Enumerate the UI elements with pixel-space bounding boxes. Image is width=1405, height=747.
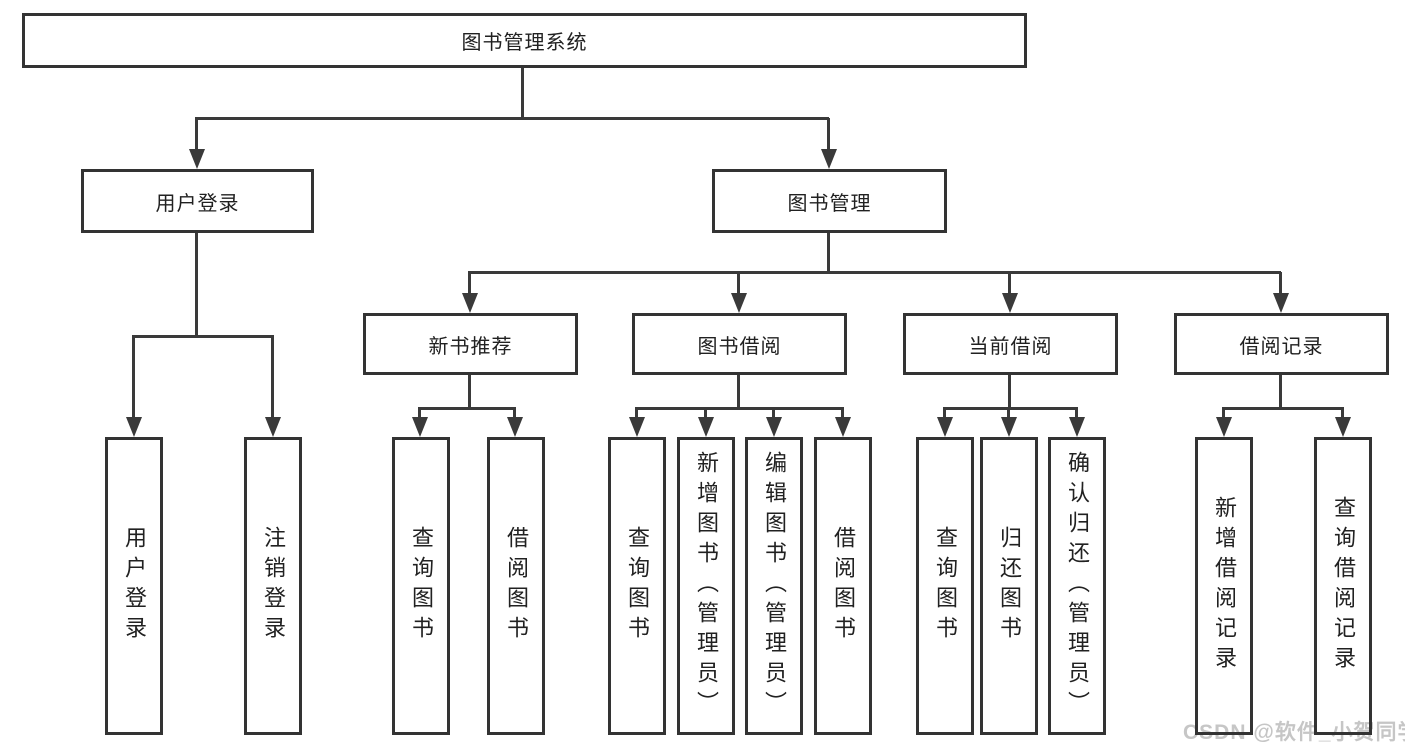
connector-drop-g5-2	[1341, 408, 1344, 420]
connector-mgmt-stem	[827, 233, 830, 274]
connector-drop-book-mgmt	[827, 118, 830, 152]
arrowhead-g3-3	[766, 417, 782, 437]
node-current-borrow: 当前借阅	[903, 313, 1118, 375]
arrowhead-g2-1	[412, 417, 428, 437]
connector-bookborrow-stem	[737, 375, 740, 409]
leaf-borrow-book-2: 借阅图书	[814, 437, 872, 735]
arrowhead-g4-3	[1069, 417, 1085, 437]
node-borrow-record: 借阅记录	[1174, 313, 1389, 375]
arrowhead-g4-2	[1001, 417, 1017, 437]
leaf-user-login: 用户登录	[105, 437, 163, 735]
connector-borrowrecord-split	[1222, 407, 1344, 410]
arrowhead-book-mgmt	[821, 149, 837, 169]
connector-mgmt-split	[468, 271, 1281, 274]
arrowhead-g5-1	[1216, 417, 1232, 437]
leaf-query-borrow-record: 查询借阅记录	[1314, 437, 1372, 735]
arrowhead-g2-2	[507, 417, 523, 437]
leaf-add-borrow-record: 新增借阅记录	[1195, 437, 1253, 735]
leaf-logout-label: 注销登录	[261, 526, 286, 646]
connector-drop-leaf-user-login	[132, 336, 135, 419]
leaf-add-book-admin: 新增图书（管理员）	[677, 437, 735, 735]
connector-newbook-stem	[468, 375, 471, 409]
arrowhead-current-borrow	[1002, 293, 1018, 313]
arrowhead-user-login	[189, 149, 205, 169]
leaf-query-book-2-label: 查询图书	[625, 526, 650, 646]
node-book-mgmt: 图书管理	[712, 169, 947, 233]
arrowhead-g3-2	[698, 417, 714, 437]
connector-drop-g4-3	[1075, 408, 1078, 420]
leaf-return-book-label: 归还图书	[997, 526, 1022, 646]
leaf-confirm-return-admin: 确认归还（管理员）	[1048, 437, 1106, 735]
node-book-mgmt-label: 图书管理	[787, 192, 872, 215]
node-new-book-rec-label: 新书推荐	[428, 335, 513, 358]
connector-drop-new-book	[468, 272, 471, 295]
connector-drop-leaf-logout	[271, 336, 274, 419]
leaf-user-login-label: 用户登录	[122, 526, 147, 646]
connector-borrowrecord-stem	[1279, 375, 1282, 409]
connector-drop-current-borrow	[1008, 272, 1011, 295]
node-new-book-rec: 新书推荐	[363, 313, 578, 375]
node-library-system-label: 图书管理系统	[461, 32, 588, 54]
leaf-return-book: 归还图书	[980, 437, 1038, 735]
node-book-borrow-label: 图书借阅	[697, 335, 782, 358]
node-user-login-label: 用户登录	[155, 192, 240, 215]
connector-drop-g2-1	[418, 408, 421, 420]
leaf-query-book-3-label: 查询图书	[933, 526, 958, 646]
leaf-query-book-3: 查询图书	[916, 437, 974, 735]
leaf-confirm-return-admin-label: 确认归还（管理员）	[1065, 451, 1090, 721]
arrowhead-leaf-logout	[265, 417, 281, 437]
arrowhead-g5-2	[1335, 417, 1351, 437]
leaf-edit-book-admin: 编辑图书（管理员）	[745, 437, 803, 735]
connector-newbook-split	[418, 407, 516, 410]
connector-currentborrow-stem	[1008, 375, 1011, 409]
arrowhead-book-borrow	[731, 293, 747, 313]
leaf-add-borrow-record-label: 新增借阅记录	[1212, 496, 1237, 676]
connector-drop-g4-1	[943, 408, 946, 420]
connector-drop-borrow-record	[1279, 272, 1282, 295]
leaf-add-book-admin-label: 新增图书（管理员）	[694, 451, 719, 721]
node-user-login: 用户登录	[81, 169, 314, 233]
leaf-logout: 注销登录	[244, 437, 302, 735]
leaf-borrow-book-1: 借阅图书	[487, 437, 545, 735]
leaf-query-book-1: 查询图书	[392, 437, 450, 735]
connector-drop-g3-2	[704, 408, 707, 420]
leaf-query-book-1-label: 查询图书	[409, 526, 434, 646]
node-library-system: 图书管理系统	[22, 13, 1027, 68]
node-current-borrow-label: 当前借阅	[968, 335, 1053, 358]
connector-drop-book-borrow	[737, 272, 740, 295]
connector-user-stem	[195, 233, 198, 338]
arrowhead-new-book	[462, 293, 478, 313]
connector-drop-g4-2	[1007, 408, 1010, 420]
connector-drop-g3-3	[772, 408, 775, 420]
connector-drop-g3-4	[841, 408, 844, 420]
node-book-borrow: 图书借阅	[632, 313, 847, 375]
leaf-borrow-book-2-label: 借阅图书	[831, 526, 856, 646]
arrowhead-g3-4	[835, 417, 851, 437]
connector-user-split	[132, 335, 274, 338]
leaf-borrow-book-1-label: 借阅图书	[504, 526, 529, 646]
connector-drop-g3-1	[635, 408, 638, 420]
leaf-edit-book-admin-label: 编辑图书（管理员）	[762, 451, 787, 721]
connector-drop-user-login	[195, 118, 198, 152]
connector-currentborrow-split	[943, 407, 1078, 410]
arrowhead-leaf-user-login	[126, 417, 142, 437]
connector-drop-g2-2	[513, 408, 516, 420]
arrowhead-g3-1	[629, 417, 645, 437]
connector-drop-g5-1	[1222, 408, 1225, 420]
connector-root-stem	[521, 68, 524, 118]
connector-root-split	[195, 117, 829, 120]
arrowhead-borrow-record	[1273, 293, 1289, 313]
connector-bookborrow-split	[635, 407, 844, 410]
arrowhead-g4-1	[937, 417, 953, 437]
leaf-query-book-2: 查询图书	[608, 437, 666, 735]
leaf-query-borrow-record-label: 查询借阅记录	[1331, 496, 1356, 676]
node-borrow-record-label: 借阅记录	[1239, 335, 1324, 358]
csdn-watermark: CSDN @软件_小贺同学	[1183, 721, 1405, 744]
